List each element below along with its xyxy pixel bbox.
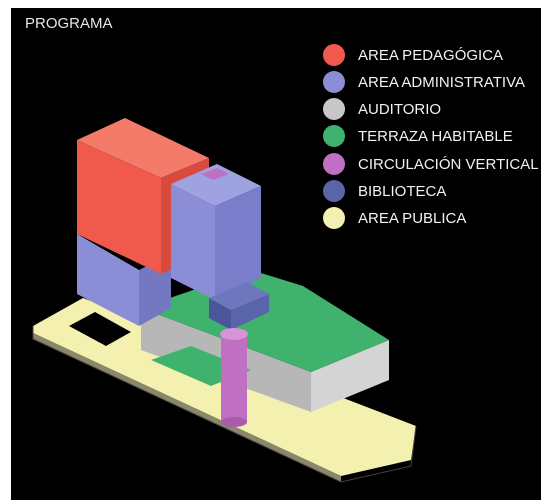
- legend-label: AREA ADMINISTRATIVA: [358, 73, 525, 91]
- legend-label: AUDITORIO: [358, 100, 442, 118]
- biblioteca-side: [231, 294, 269, 330]
- isometric-program-diagram: [32, 118, 417, 483]
- pedagogica-front: [77, 140, 161, 274]
- legend-swatch: [323, 207, 345, 229]
- administrativa-top: [171, 164, 261, 206]
- biblioteca-block: [209, 282, 269, 330]
- legend-swatch: [323, 44, 345, 66]
- legend-swatch: [323, 71, 345, 93]
- pedagogica-top: [77, 118, 209, 178]
- circulacion-vertical-block: [220, 328, 248, 427]
- auditorio-side: [311, 340, 389, 412]
- legend-label: CIRCULACIÓN VERTICAL: [358, 155, 539, 173]
- diagram-background: PROGRAMA AREA PEDAGÓGICA AREA ADMINISTRA…: [11, 8, 541, 500]
- legend-swatch: [323, 180, 345, 202]
- area-publica-hole: [69, 312, 131, 346]
- legend-swatch: [323, 125, 345, 147]
- legend-swatch: [323, 98, 345, 120]
- biblioteca-front: [209, 298, 231, 330]
- legend-item-area-pedagogica: AREA PEDAGÓGICA: [323, 44, 503, 66]
- administrativa-top-accent: [201, 168, 229, 180]
- area-administrativa-block: [171, 164, 261, 300]
- legend-item-circulacion-vertical: CIRCULACIÓN VERTICAL: [323, 153, 539, 175]
- biblioteca-top: [209, 282, 269, 310]
- area-publica-outline: [32, 326, 417, 483]
- admin-lower-front: [77, 234, 139, 326]
- legend-item-area-administrativa: AREA ADMINISTRATIVA: [323, 71, 525, 93]
- legend-item-area-publica: AREA PUBLICA: [323, 207, 466, 229]
- area-publica-edge: [33, 333, 341, 482]
- terraza-top: [141, 270, 389, 372]
- administrativa-side: [215, 186, 261, 300]
- legend-swatch: [323, 153, 345, 175]
- circulacion-cap: [220, 328, 248, 340]
- circulacion-base: [221, 417, 247, 427]
- legend-item-auditorio: AUDITORIO: [323, 98, 441, 120]
- legend-item-terraza-habitable: TERRAZA HABITABLE: [323, 125, 513, 147]
- circulacion-shaft: [221, 334, 247, 422]
- legend-label: BIBLIOTECA: [358, 182, 447, 200]
- diagram-title: PROGRAMA: [25, 15, 113, 32]
- legend-label: AREA PEDAGÓGICA: [358, 46, 504, 64]
- administrativa-front: [171, 184, 215, 300]
- legend-label: AREA PUBLICA: [358, 209, 467, 227]
- legend-item-biblioteca: BIBLIOTECA: [323, 180, 446, 202]
- legend-label: TERRAZA HABITABLE: [358, 127, 513, 145]
